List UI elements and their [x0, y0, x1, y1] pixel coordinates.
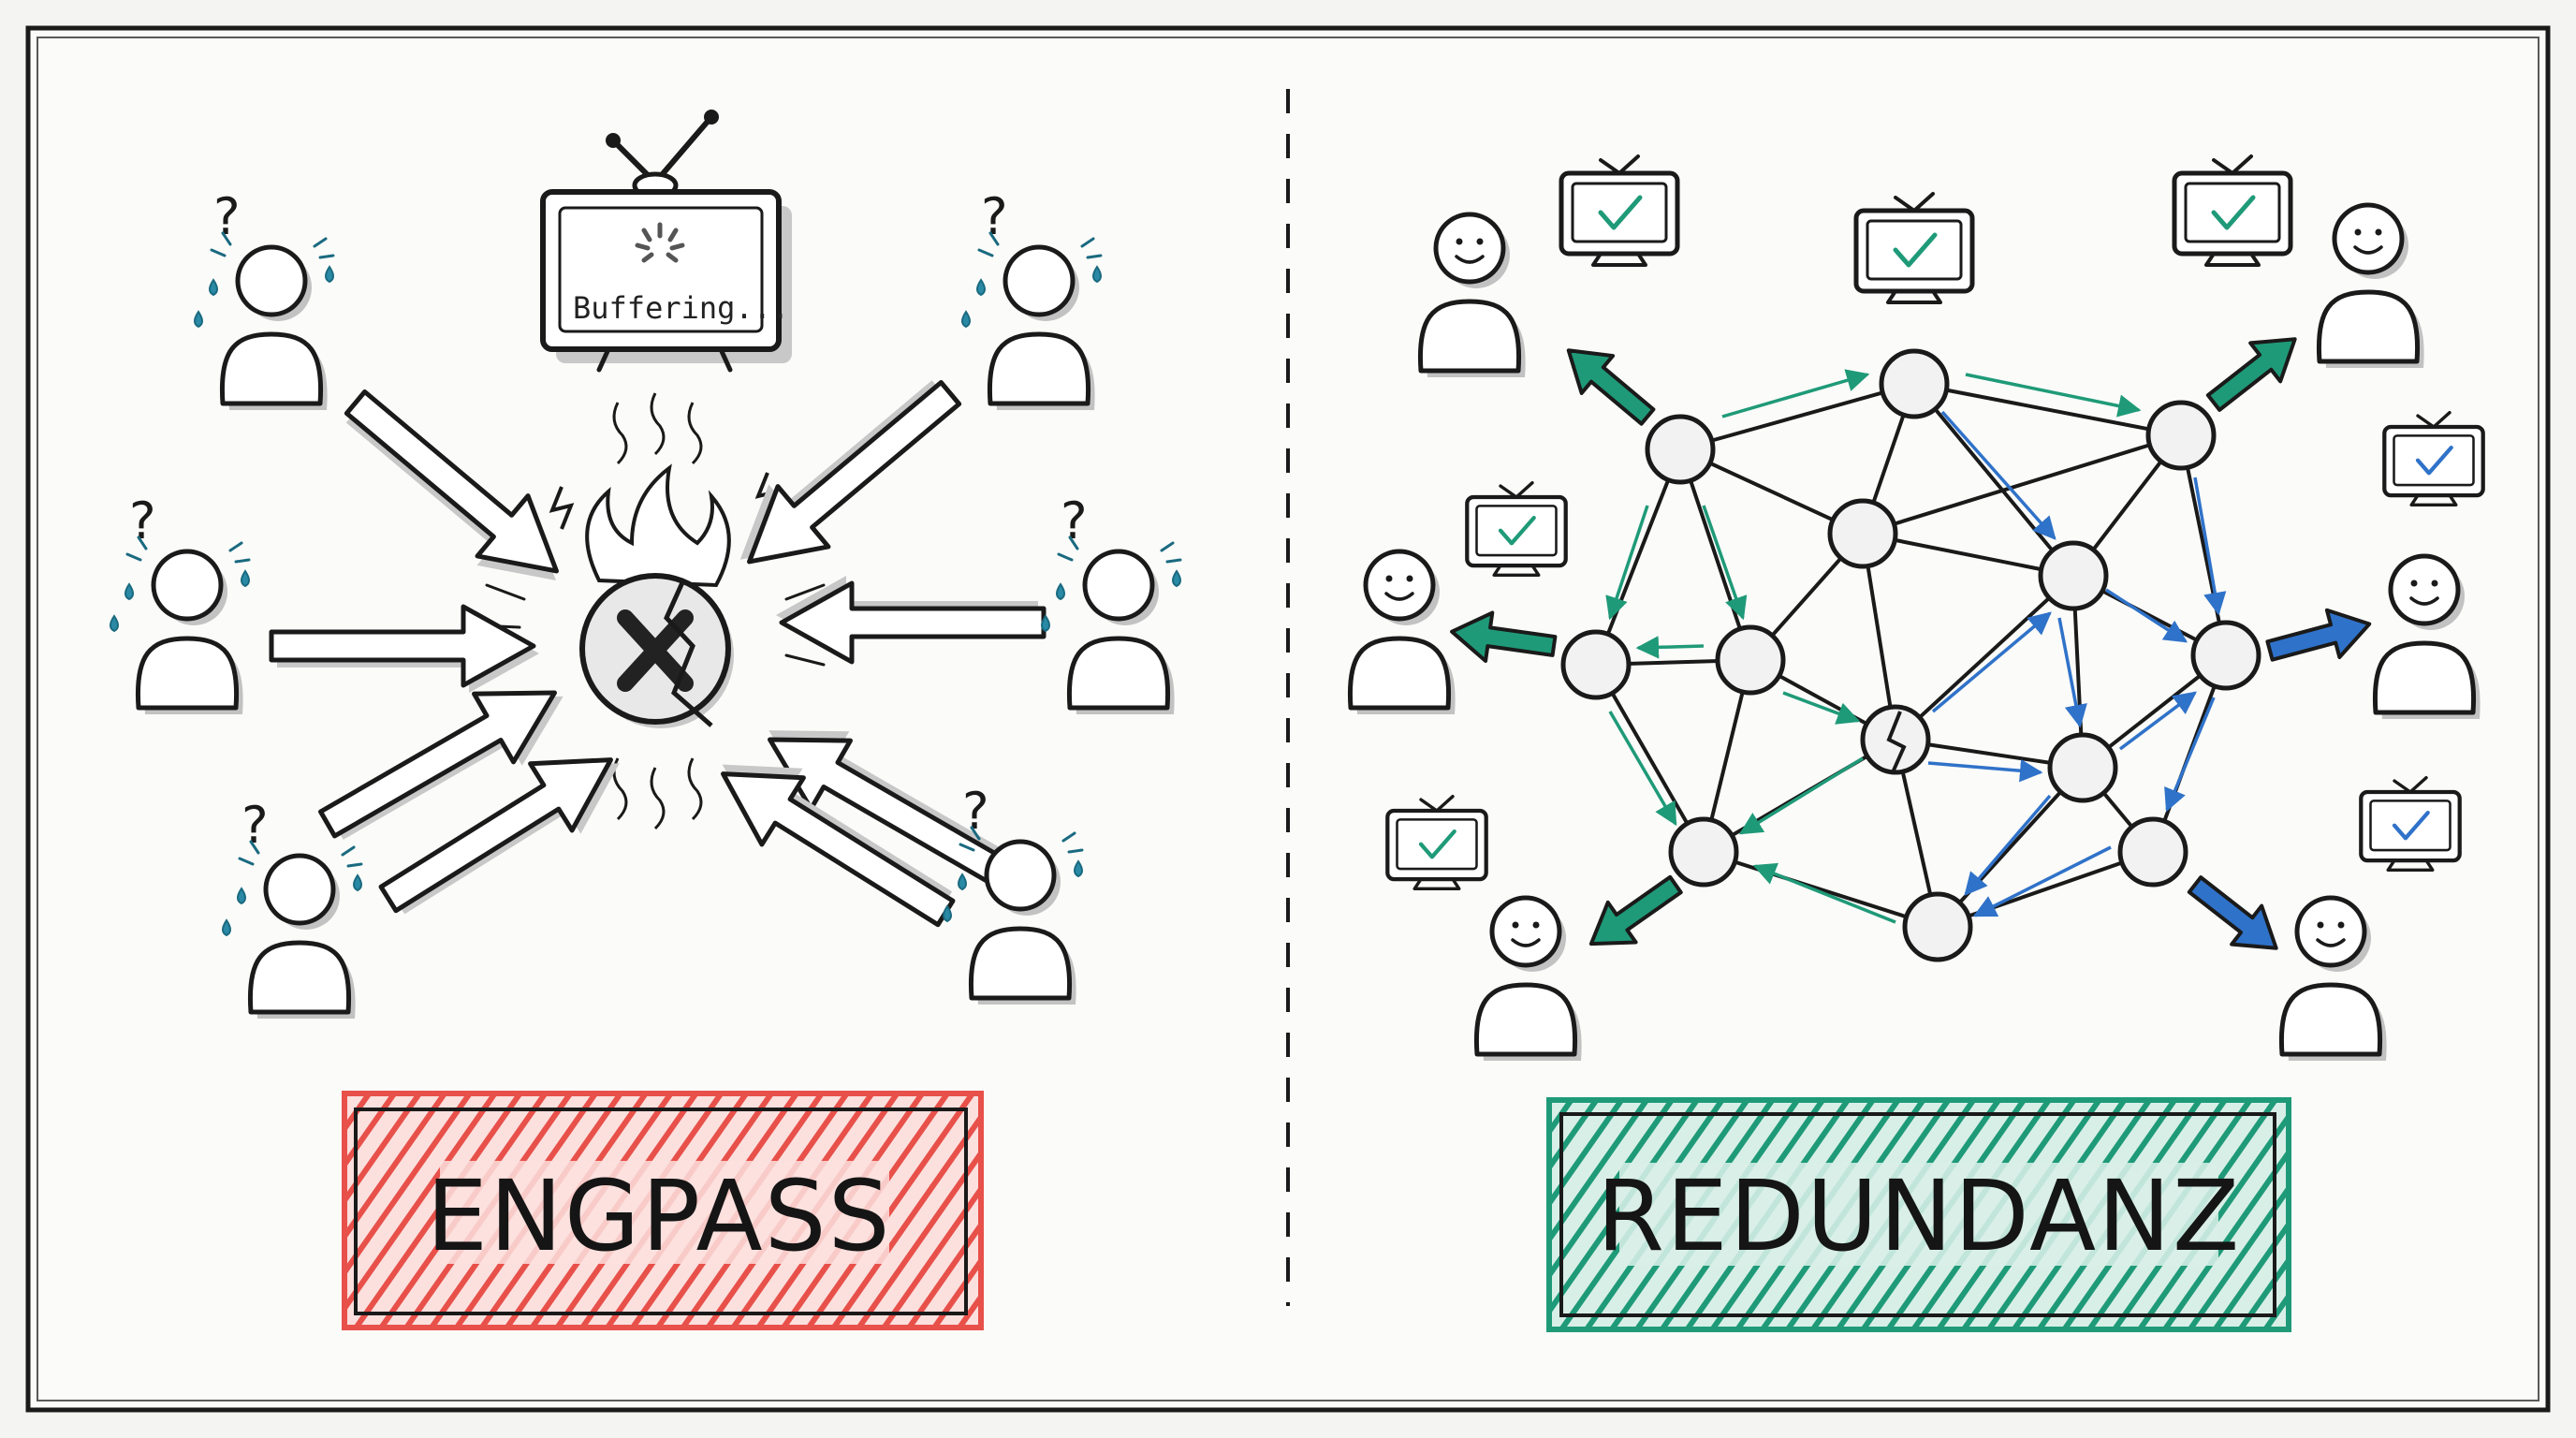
streaming-tv	[2384, 413, 2482, 506]
streaming-tv	[1561, 156, 1677, 265]
mesh-node	[1560, 629, 1632, 700]
mesh-node	[2038, 540, 2109, 611]
buffering-text: Buffering...	[573, 290, 789, 326]
checkmark-icon	[1418, 829, 1456, 859]
streaming-tv	[2174, 156, 2291, 265]
checkmark-icon	[2415, 445, 2453, 476]
mesh-node	[1715, 624, 1786, 696]
streaming-tv	[1467, 483, 1565, 576]
redundanz-label-box: REDUNDANZ	[1546, 1097, 2291, 1332]
mesh-node	[1668, 816, 1739, 888]
mesh-node	[1879, 348, 1950, 419]
loading-spinner-icon	[635, 222, 685, 263]
checkmark-icon	[1498, 515, 1536, 546]
engpass-label: ENGPASS	[426, 1159, 891, 1273]
left-panel: Buffering...	[109, 110, 1182, 1330]
mesh-nodes	[1560, 348, 2261, 962]
broken-server-icon	[476, 392, 835, 830]
checkmark-icon	[2392, 810, 2430, 841]
checkmark-icon	[1893, 232, 1938, 268]
streaming-tv	[2361, 778, 2459, 871]
mesh-node	[1860, 704, 1931, 775]
failed-node-crack	[1886, 711, 1907, 773]
mesh-node	[2145, 400, 2217, 471]
mesh-node	[2190, 620, 2261, 691]
engpass-label-box: ENGPASS	[342, 1091, 984, 1330]
checkmark-icon	[2211, 195, 2256, 230]
mesh-node	[1645, 414, 1716, 485]
teal-flow-arrows	[1605, 369, 2142, 924]
mesh-node	[2047, 732, 2118, 803]
mesh-node	[1902, 891, 1973, 962]
right-panel: REDUNDANZ	[1350, 156, 2482, 1332]
streaming-tv	[1387, 797, 1486, 889]
checkmark-icon	[1598, 195, 1643, 230]
redundanz-label: REDUNDANZ	[1597, 1159, 2241, 1273]
buffering-tv: Buffering...	[540, 110, 792, 373]
blue-flow-arrows	[1927, 410, 2227, 917]
frame-inner-line	[37, 37, 2539, 1401]
mesh-node	[2117, 816, 2188, 888]
streaming-tv	[1856, 194, 1972, 302]
mesh-node	[1827, 498, 1898, 569]
